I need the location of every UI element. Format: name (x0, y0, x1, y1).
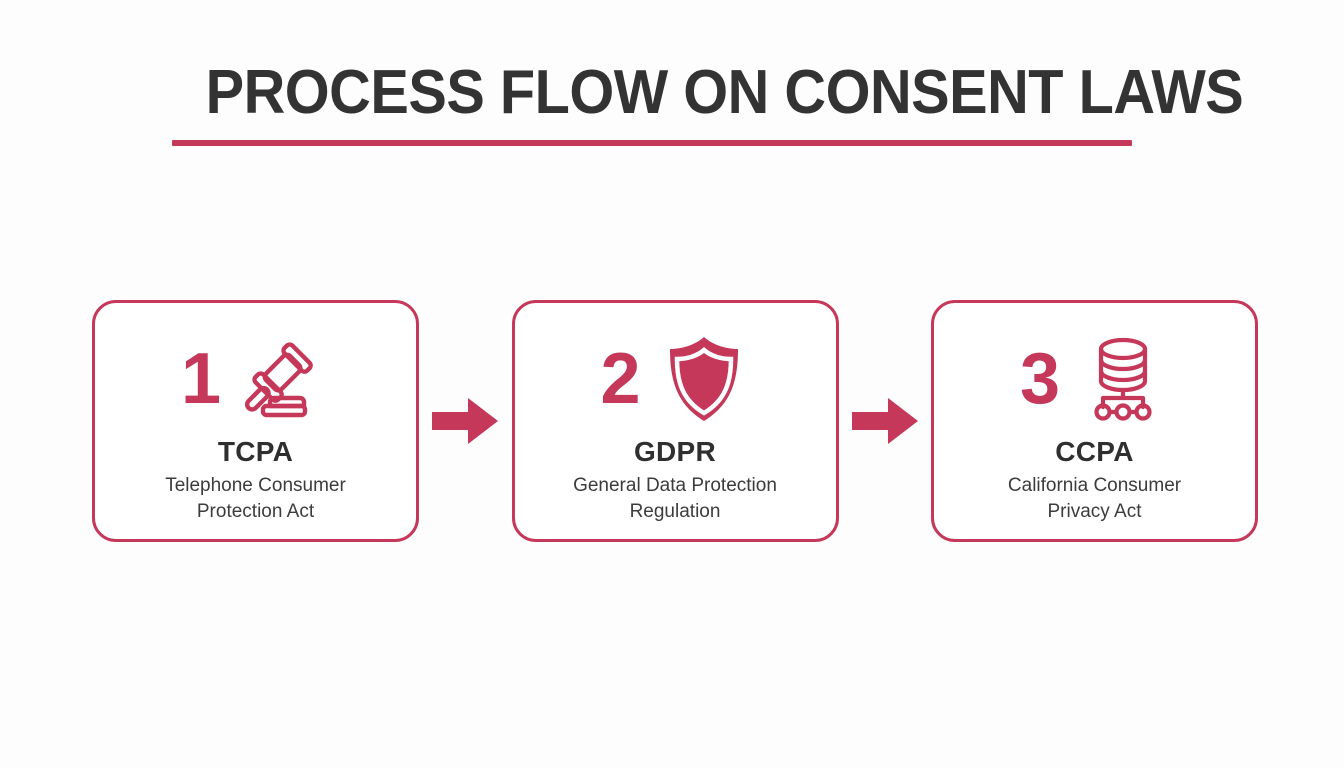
acronym-2: GDPR (633, 436, 717, 467)
acronym-3: CCPA (1055, 436, 1134, 467)
page-title-block: PROCESS FLOW ON CONSENT LAWS (172, 58, 1244, 146)
flow-step-card-2[interactable]: 2 GDPR General Data Protection Regulatio… (511, 300, 839, 542)
subtitle-3: California Consumer Privacy Act (948, 473, 1241, 525)
subtitle-1: Telephone Consumer Protection Act (109, 473, 402, 525)
subtitle-2-line-1: General Data Protection (573, 475, 777, 496)
card-2-text: GDPR General Data Protection Regulation (515, 435, 836, 525)
acronym-1: TCPA (217, 436, 294, 467)
page-title: PROCESS FLOW ON CONSENT LAWS (205, 58, 1244, 127)
shield-icon (658, 333, 750, 425)
title-underline-rule (172, 140, 1132, 146)
flow-step-card-1[interactable]: 1 TCPA Telephone Consumer Protect (92, 300, 419, 542)
subtitle-2-line-2: Regulation (629, 501, 721, 522)
step-number-3: 3 (1019, 339, 1060, 419)
gavel-icon (238, 333, 330, 425)
flow-step-card-3[interactable]: 3 CCPA California Consumer (931, 300, 1258, 542)
database-network-icon (1077, 333, 1169, 425)
subtitle-1-line-2: Protection Act (196, 501, 315, 522)
step-number-2: 2 (600, 339, 640, 419)
card-1-header: 1 (95, 329, 416, 429)
arrow-right-icon-1 (431, 397, 499, 445)
card-3-header: 3 (934, 329, 1255, 429)
card-3-text: CCPA California Consumer Privacy Act (934, 435, 1255, 525)
step-number-1: 1 (180, 339, 221, 419)
card-1-text: TCPA Telephone Consumer Protection Act (95, 435, 416, 525)
subtitle-2: General Data Protection Regulation (529, 473, 822, 525)
subtitle-3-line-1: California Consumer (1007, 475, 1182, 496)
subtitle-1-line-1: Telephone Consumer (165, 475, 346, 496)
process-flow: 1 TCPA Telephone Consumer Protect (92, 300, 1258, 542)
card-2-header: 2 (515, 329, 836, 429)
arrow-right-icon-2 (851, 397, 919, 445)
subtitle-3-line-2: Privacy Act (1047, 501, 1142, 522)
